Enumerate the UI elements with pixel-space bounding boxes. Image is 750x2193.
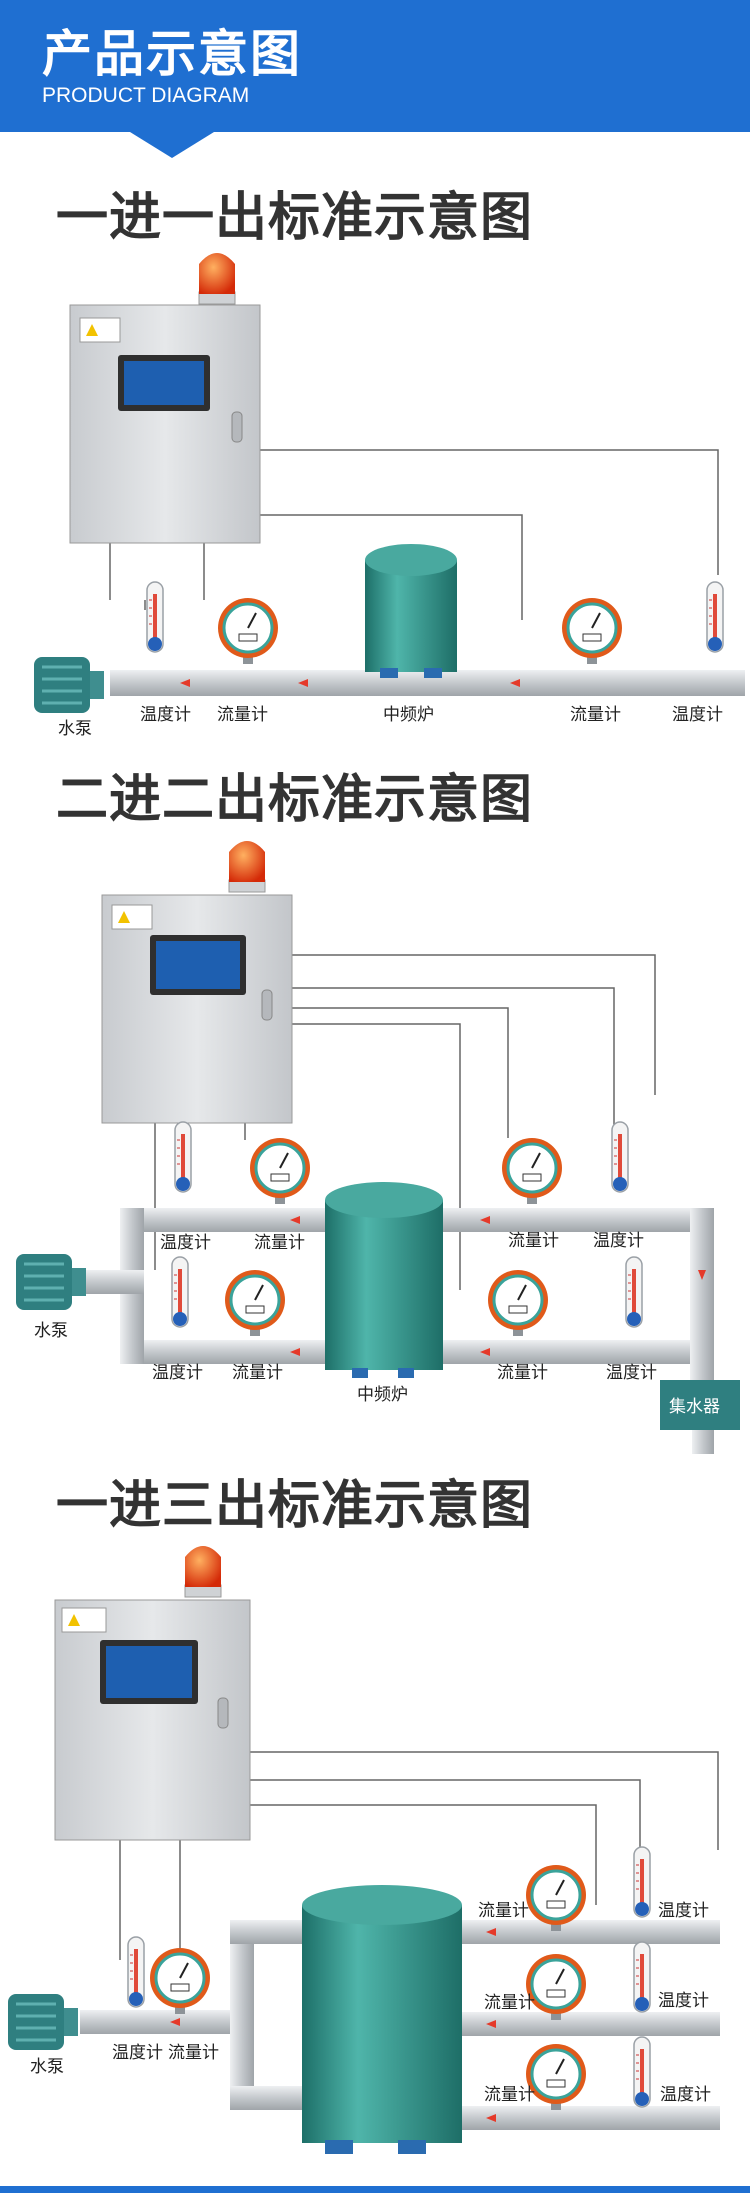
flow-label: 流量计 — [484, 2085, 535, 2105]
thermometer-icon — [171, 1256, 189, 1328]
thermometer-icon — [633, 1846, 651, 1918]
thermometer-icon — [127, 1936, 145, 2008]
flowmeter-gauge-icon — [486, 1268, 550, 1338]
water-collector — [660, 1380, 740, 1430]
section-1-diagram: 水泵 温度计 流量计 中频炉 流量计 温度计 — [32, 252, 745, 739]
thermometer-icon — [174, 1121, 192, 1193]
section-1-title: 一进一出标准示意图 — [56, 188, 534, 248]
furnace-tank — [325, 1200, 443, 1370]
banner-notch — [130, 132, 214, 158]
temp-label: 温度计 — [160, 1233, 211, 1253]
bottom-bar — [0, 2186, 750, 2193]
flow-label: 流量计 — [570, 705, 621, 725]
temp-label: 温度计 — [152, 1363, 203, 1383]
flow-label: 流量计 — [254, 1233, 305, 1253]
flowmeter-gauge-icon — [216, 596, 280, 666]
temp-label: 温度计 — [672, 705, 723, 725]
flow-label: 流量计 — [508, 1231, 559, 1251]
temp-label: 温度计 — [593, 1231, 644, 1251]
temp-label: 温度计 — [606, 1363, 657, 1383]
flowmeter-gauge-icon — [524, 2042, 588, 2112]
banner-subtitle: PRODUCT DIAGRAM — [42, 84, 250, 107]
water-pump-icon — [6, 1992, 80, 2052]
flowmeter-gauge-icon — [148, 1946, 212, 2016]
alarm-light-icon — [228, 840, 266, 893]
pump-label: 水泵 — [58, 719, 92, 739]
furnace-tank — [302, 1905, 462, 2143]
thermometer-icon — [633, 1941, 651, 2013]
temp-label: 温度计 — [658, 1991, 709, 2011]
section-2-title: 二进二出标准示意图 — [56, 770, 534, 830]
water-pump-icon — [32, 655, 106, 715]
water-pump-icon — [14, 1252, 88, 1312]
banner-title: 产品示意图 — [42, 25, 302, 83]
section-2-diagram: 水泵 温度计 流量计 流量计 温度计 温度计 流量计 流量计 温度计 中频炉 集… — [14, 840, 740, 1454]
flow-label: 流量计 — [168, 2043, 219, 2063]
thermometer-icon — [146, 581, 164, 653]
thermometer-icon — [625, 1256, 643, 1328]
flow-label: 流量计 — [478, 1901, 529, 1921]
thermometer-icon — [633, 2036, 651, 2108]
flowmeter-gauge-icon — [560, 596, 624, 666]
temp-label: 温度计 — [140, 705, 191, 725]
flow-label: 流量计 — [217, 705, 268, 725]
thermometer-icon — [706, 581, 724, 653]
furnace-label: 中频炉 — [383, 705, 434, 725]
furnace-label: 中频炉 — [357, 1385, 408, 1405]
flowmeter-gauge-icon — [248, 1136, 312, 1206]
alarm-light-icon — [198, 252, 236, 305]
header-banner — [0, 0, 750, 132]
temp-label: 温度计 — [660, 2085, 711, 2105]
furnace-tank — [365, 560, 457, 672]
flow-label: 流量计 — [232, 1363, 283, 1383]
flowmeter-gauge-icon — [500, 1136, 564, 1206]
flow-label: 流量计 — [497, 1363, 548, 1383]
pump-label: 水泵 — [34, 1321, 68, 1341]
temp-label: 温度计 — [112, 2043, 163, 2063]
control-cabinet — [101, 894, 293, 1124]
collector-label: 集水器 — [669, 1397, 720, 1417]
temp-label: 温度计 — [658, 1901, 709, 1921]
alarm-light-icon — [184, 1545, 222, 1598]
flow-label: 流量计 — [484, 1993, 535, 2013]
section-3-title: 一进三出标准示意图 — [56, 1476, 534, 1536]
flowmeter-gauge-icon — [524, 1952, 588, 2022]
thermometer-icon — [611, 1121, 629, 1193]
section-3-diagram: 水泵 温度计 流量计 流量计 温度计 流量计 温度计 流量计 温度计 — [6, 1545, 720, 2154]
control-cabinet — [69, 304, 261, 544]
flowmeter-gauge-icon — [223, 1268, 287, 1338]
pump-label: 水泵 — [30, 2057, 64, 2077]
